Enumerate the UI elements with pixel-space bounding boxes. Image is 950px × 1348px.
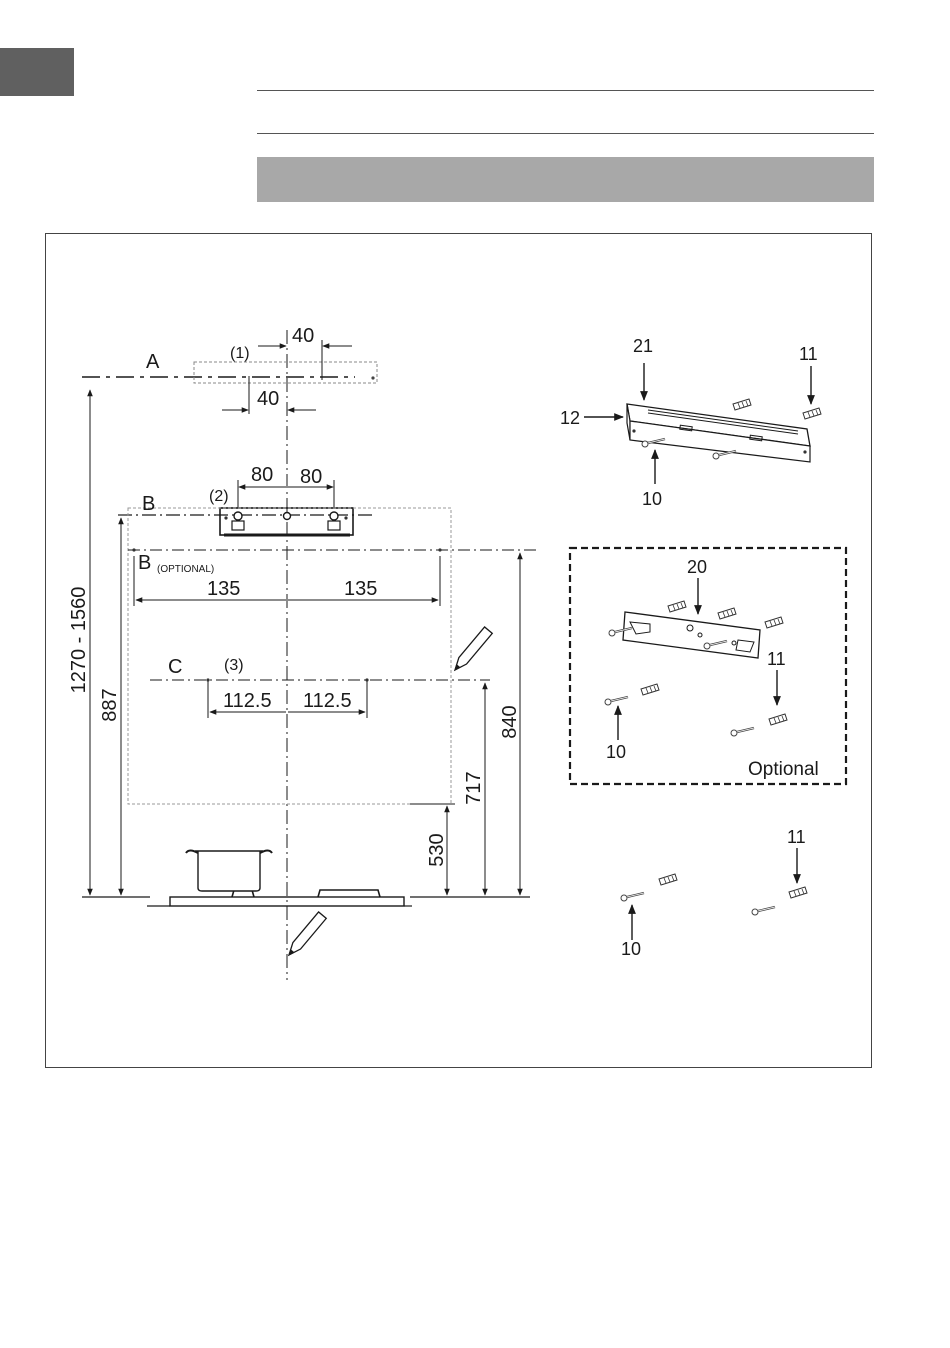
dim-530: 530 (426, 833, 448, 866)
label-11-kit3: 11 (787, 827, 806, 847)
pot-icon (186, 851, 272, 892)
label-11-optional: 11 (767, 649, 786, 669)
main-diagram (82, 330, 540, 980)
bracket-a-outline (194, 362, 377, 383)
dim-a-lower: 40 (257, 388, 279, 410)
fixing-kit-screws (621, 848, 807, 940)
dim-887: 887 (99, 688, 121, 721)
label-callout-3: (3) (224, 657, 244, 674)
label-20: 20 (687, 557, 707, 577)
dim-b-right: 80 (300, 466, 322, 488)
label-line-a: A (146, 351, 160, 373)
pencil-icon (285, 912, 326, 958)
main-diagram-labels: A (1) 40 40 B (2) 80 80 B (OPTIONAL) 135… (68, 325, 521, 867)
label-12: 12 (560, 408, 580, 428)
label-10-kit1: 10 (642, 489, 662, 509)
bracket-20 (623, 612, 760, 658)
dim-c-left: 112.5 (223, 690, 272, 712)
label-10-kit3: 10 (621, 939, 641, 959)
label-callout-1: (1) (230, 345, 250, 362)
label-line-b-optional: B (138, 552, 151, 574)
dim-b-opt-right: 135 (344, 578, 377, 600)
dim-717: 717 (463, 771, 485, 804)
dim-a-upper: 40 (292, 325, 314, 347)
label-callout-2: (2) (209, 488, 229, 505)
dim-c-right: 112.5 (303, 690, 352, 712)
dim-b-left: 80 (251, 464, 273, 486)
label-10-optional: 10 (606, 742, 626, 762)
label-line-c: C (168, 656, 182, 678)
fixing-kit-bracket (584, 363, 821, 484)
label-21: 21 (633, 336, 653, 356)
label-line-b: B (142, 493, 155, 515)
label-11-kit1: 11 (799, 344, 818, 364)
pencil-icon (451, 627, 492, 673)
optional-caption: Optional (748, 759, 819, 780)
dim-b-opt-left: 135 (207, 578, 240, 600)
label-optional-subscript: (OPTIONAL) (157, 564, 214, 575)
dim-height-range: 1270 - 1560 (68, 587, 90, 694)
fixing-kit-optional (605, 578, 787, 740)
dim-840: 840 (499, 705, 521, 738)
